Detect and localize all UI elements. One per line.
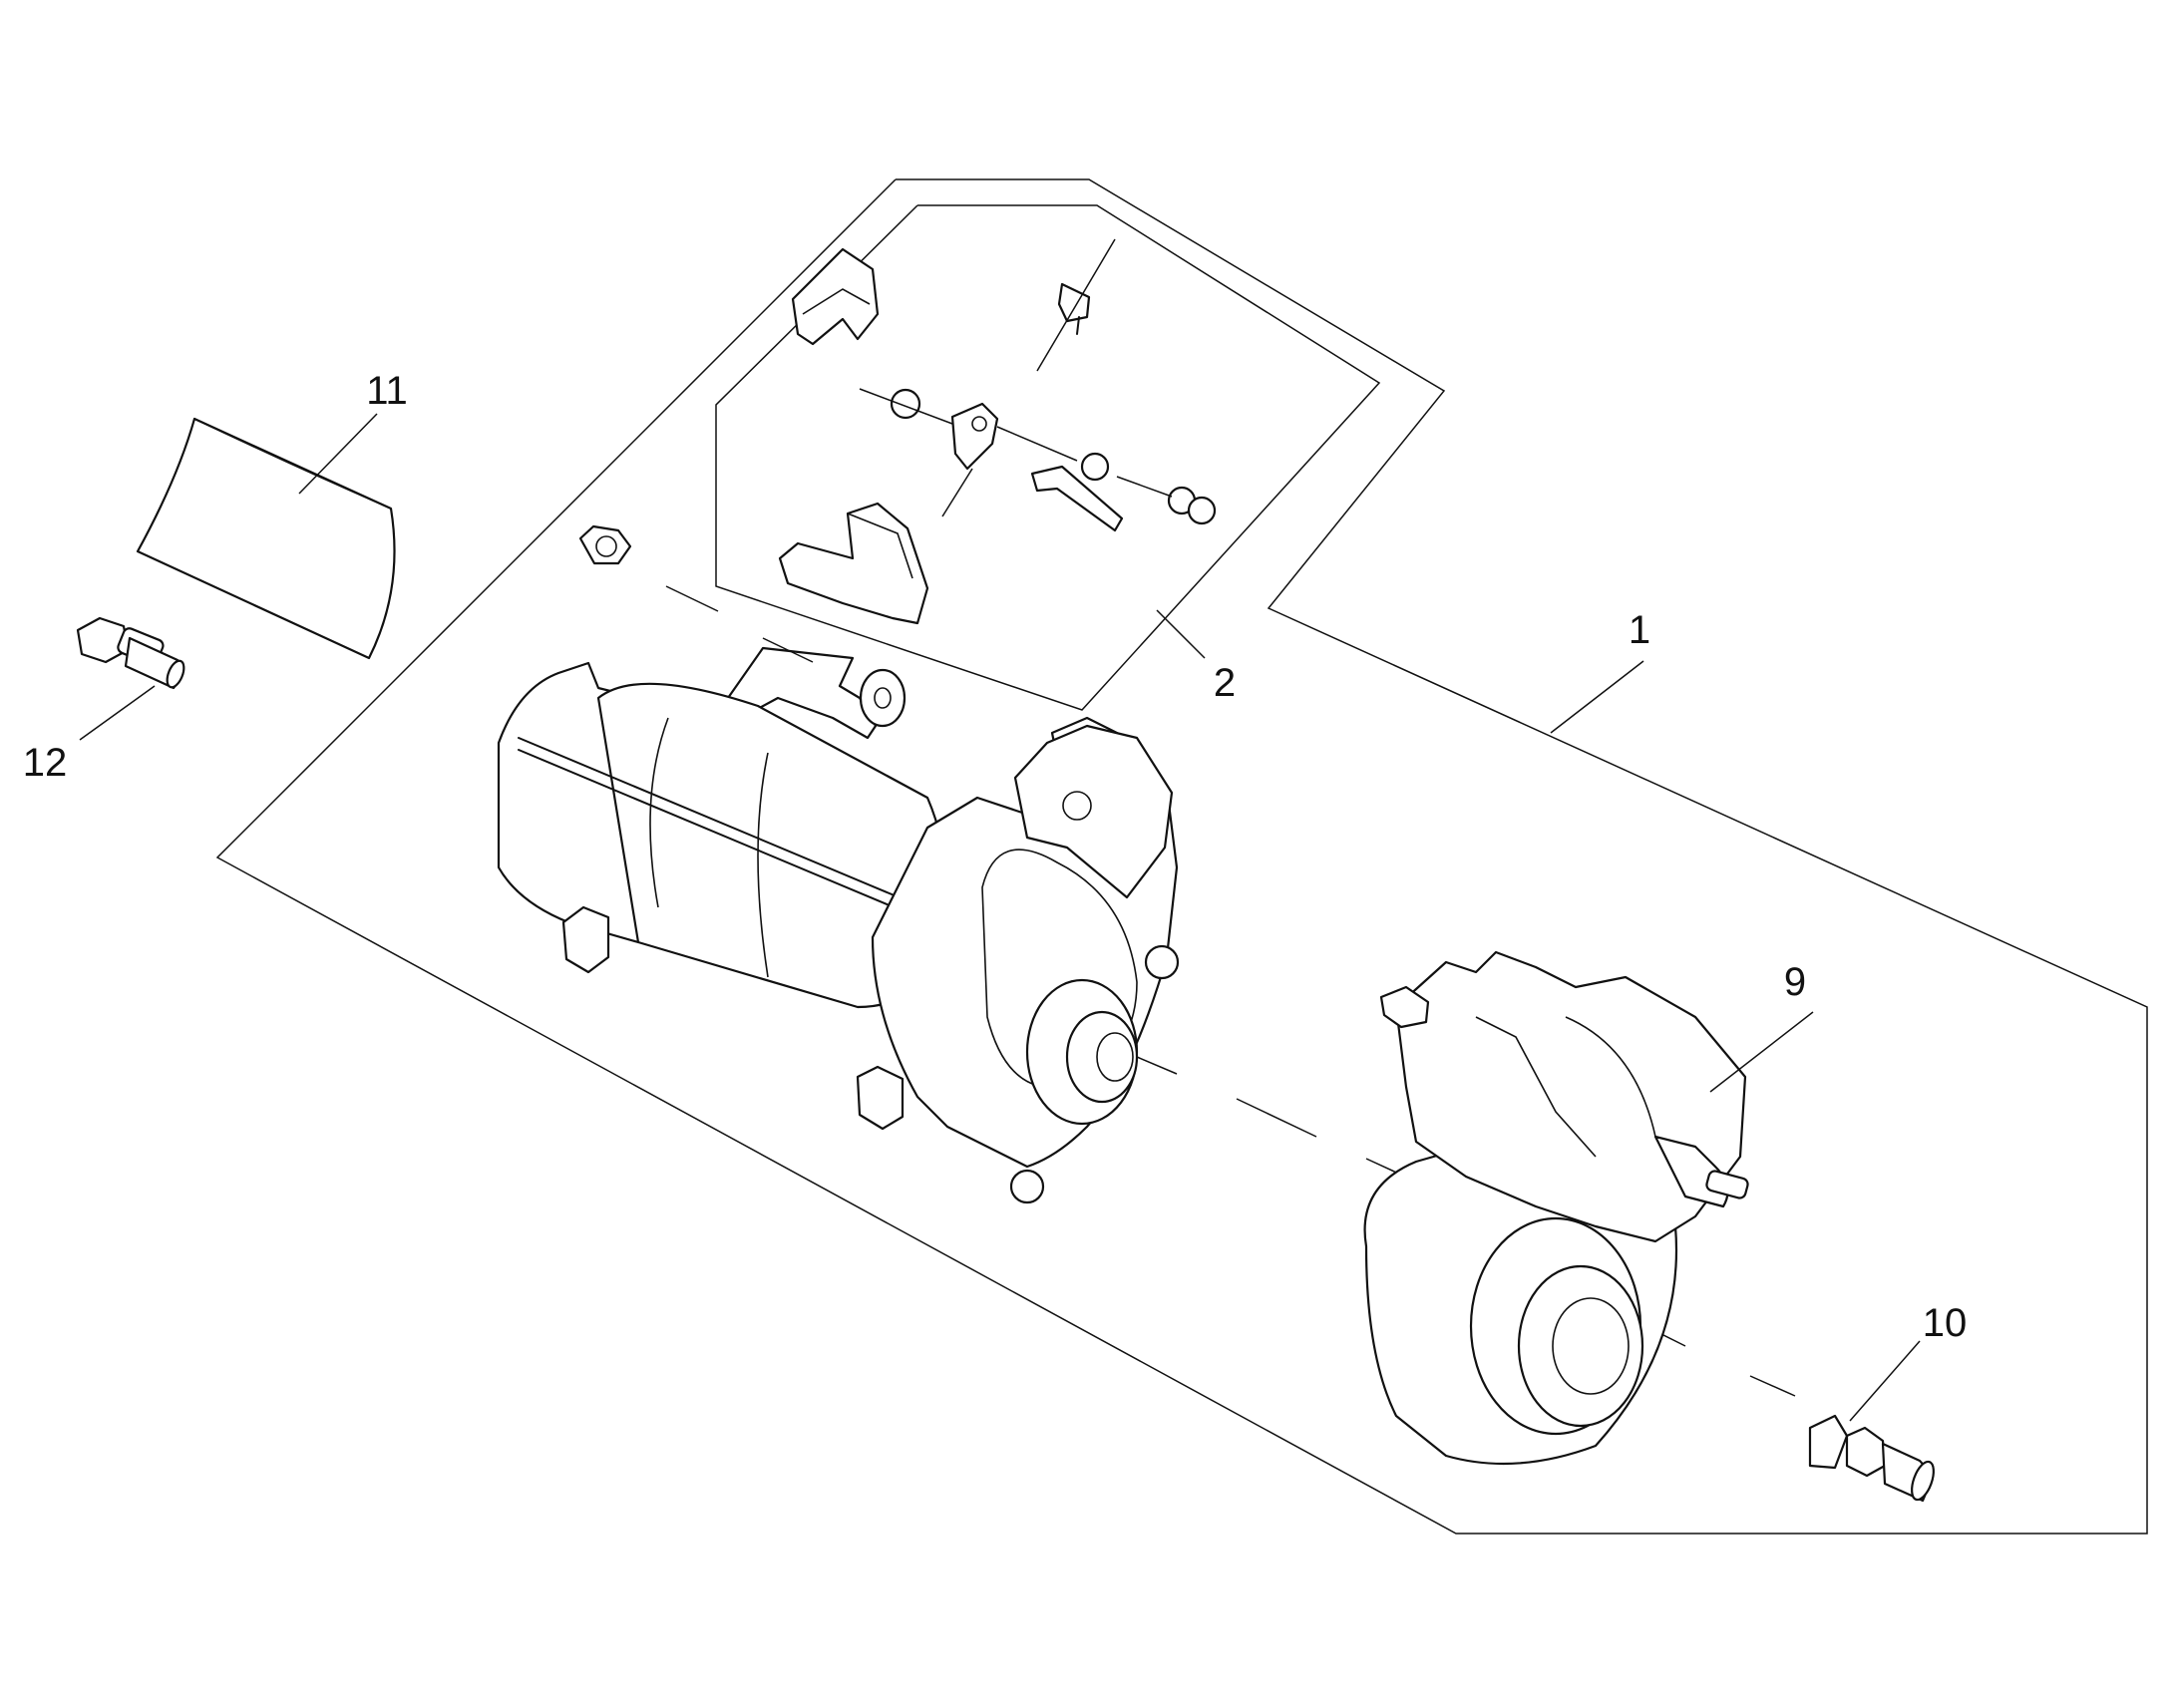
leader-line-10 (1849, 1340, 1921, 1422)
leader-line-11 (298, 413, 378, 495)
callout-label-1: 1 (1629, 608, 1650, 652)
leader-line-9 (1709, 1011, 1814, 1093)
callout-label-10: 10 (1923, 1301, 1968, 1345)
drive-housing-icon (1363, 950, 1749, 1466)
solenoid-kit-boundary-outline (715, 204, 1381, 711)
cover-sheet-icon (136, 417, 396, 660)
assembly-boundary-outline (215, 178, 2148, 1535)
leader-line-1 (1550, 660, 1644, 734)
flange-bolt-icon (76, 616, 185, 690)
leader-line-2 (1156, 609, 1206, 659)
solenoid-kit-icon (778, 238, 1217, 625)
callout-label-12: 12 (23, 741, 68, 785)
callout-label-9: 9 (1784, 960, 1806, 1004)
starter-motor-assembly-icon (497, 661, 1180, 1204)
leader-line-12 (79, 685, 156, 741)
callout-label-11: 11 (366, 369, 408, 413)
hex-nut-icon (578, 524, 719, 612)
stud-bolt-icon (1808, 1414, 1935, 1503)
callout-label-2: 2 (1214, 661, 1236, 705)
